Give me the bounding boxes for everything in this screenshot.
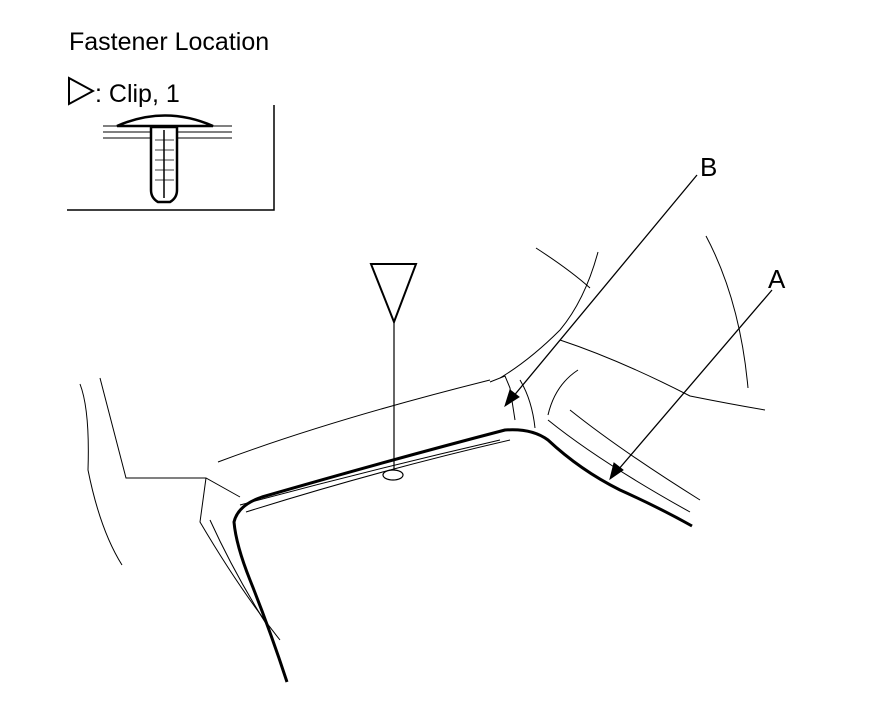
legend-text: : Clip, 1: [95, 80, 180, 108]
weatherstrip-a: [232, 428, 693, 683]
callout-leaders: [504, 174, 773, 481]
callout-label-a: A: [768, 264, 786, 294]
clip-hole: [382, 469, 404, 481]
fastener-legend: : Clip, 1: [67, 76, 180, 113]
body-panel: [79, 235, 766, 641]
callout-label-b: B: [700, 152, 718, 182]
clip-icon: [116, 114, 214, 204]
page-title: Fastener Location: [69, 28, 270, 56]
triangle-clip-icon: [67, 76, 96, 113]
clip-marker-icon: [369, 263, 418, 470]
